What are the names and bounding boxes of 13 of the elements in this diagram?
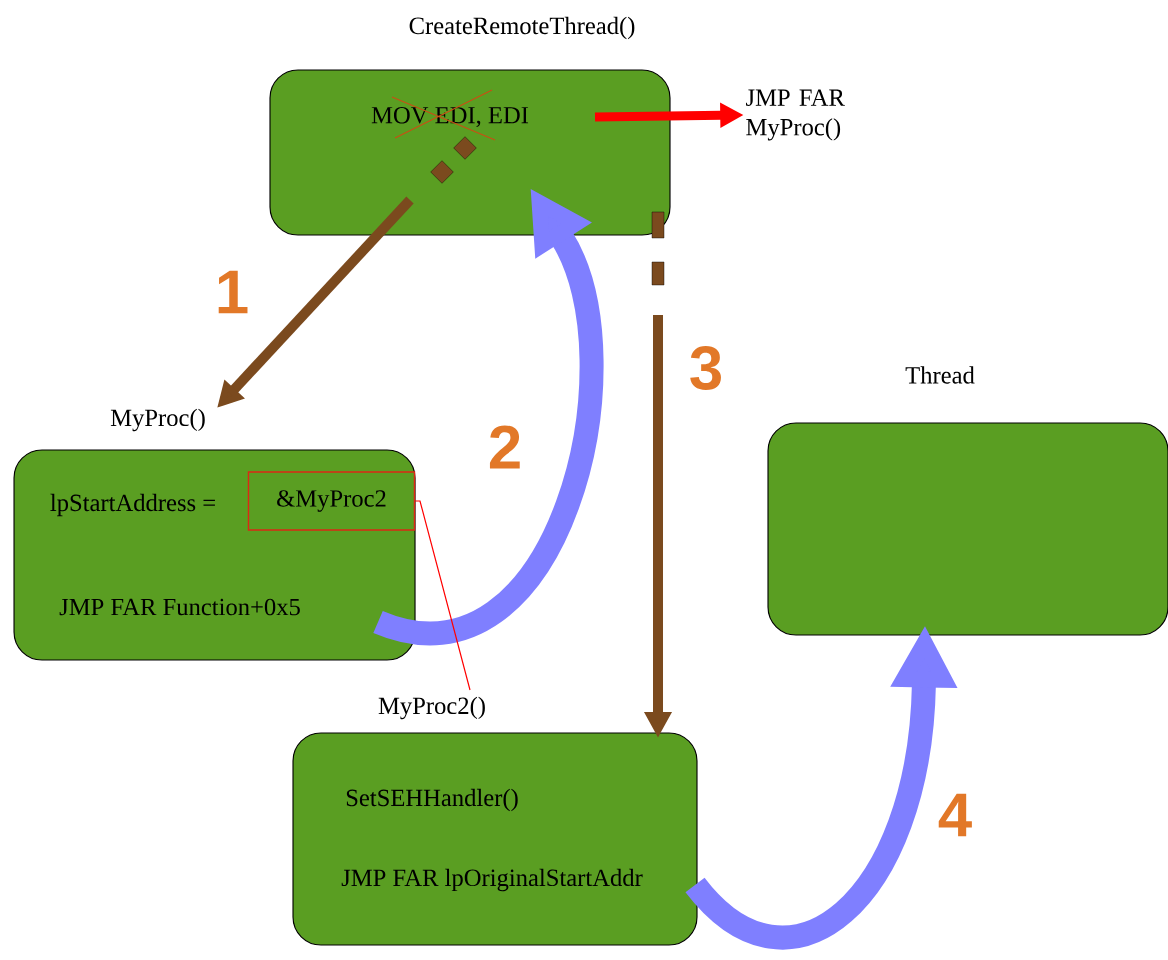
step-number: 4 (938, 793, 972, 837)
process-box: SetSEHHandler() JMP FAR lpOriginalStartAddr (292, 732, 698, 946)
node-label: CreateRemoteThread() (409, 16, 635, 40)
step-number: 1 (218, 270, 248, 314)
code-text: MyProc2() (378, 696, 485, 720)
process-box: Thread (767, 366, 1168, 636)
step-number: 3 (690, 346, 721, 390)
code-text: JMP FAR MyProc() (746, 89, 845, 141)
highlight-box: &MyProc2 (247, 471, 416, 531)
node-label: MyProc() (110, 408, 205, 432)
node-label: Thread (905, 366, 975, 384)
leader-line (414, 500, 471, 691)
step-number: 2 (489, 425, 520, 469)
